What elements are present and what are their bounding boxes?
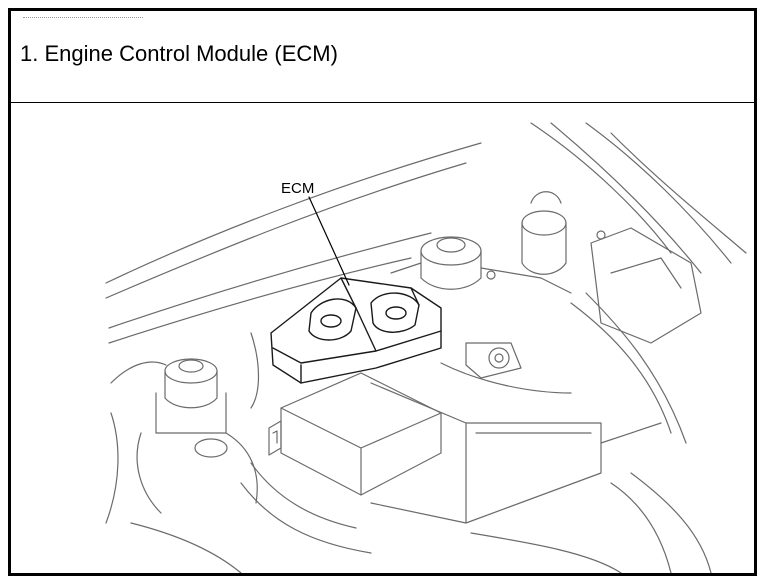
engine-control-module: [270, 277, 442, 384]
title-row: 1. Engine Control Module (ECM): [11, 11, 754, 103]
page-title: 1. Engine Control Module (ECM): [20, 41, 338, 66]
brake-fluid-reservoir: [105, 358, 258, 524]
strut-tower: [521, 191, 702, 444]
ecm-callout-label: ECM: [281, 180, 314, 197]
engine-lower-lines: [130, 332, 712, 573]
ecm-callout: ECM: [281, 180, 350, 286]
battery: [268, 372, 662, 524]
figure-frame: 1. Engine Control Module (ECM): [8, 8, 757, 576]
header-faint-mark: [23, 17, 143, 24]
engine-bay-drawing: ECM: [105, 122, 747, 573]
ecm-leader-line: [308, 196, 350, 286]
engine-bay-illustration: ECM: [11, 103, 754, 573]
bracket-bolt: [465, 230, 606, 379]
coolant-reservoir: [390, 236, 572, 294]
hood-outline: [105, 122, 747, 344]
